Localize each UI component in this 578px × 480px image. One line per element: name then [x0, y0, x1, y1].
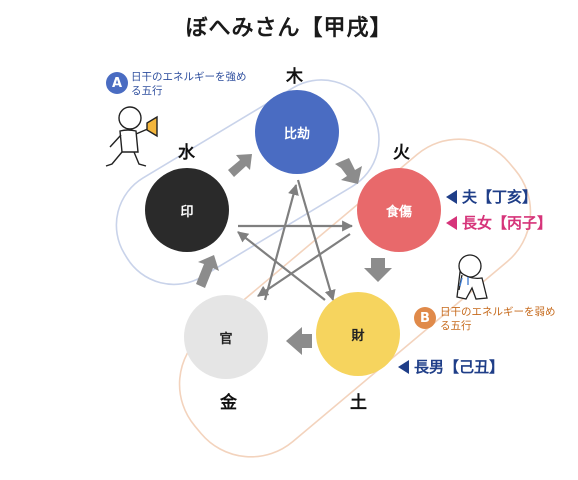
pointer-triangle-icon — [398, 359, 409, 374]
element-label-earth: 土 — [350, 393, 367, 413]
relation-daughter-text: 長女【丙子】 — [462, 214, 553, 232]
group-b-badge-letter: B — [420, 310, 430, 326]
circle-kan: 官 — [184, 295, 268, 379]
element-label-fire: 火 — [393, 143, 410, 163]
arrow-earth-to-metal — [286, 327, 312, 355]
star-lines — [237, 179, 354, 302]
star-line-wood-earth — [296, 179, 336, 302]
relation-daughter: 長女【丙子】 — [446, 212, 552, 233]
circle-hikou: 比劫 — [255, 90, 339, 174]
relation-husband-text: 夫【丁亥】 — [462, 188, 538, 206]
group-a-badge: A — [106, 72, 128, 94]
group-b-note: 日干のエネルギーを弱める五行 — [440, 306, 556, 332]
element-label-water: 水 — [178, 143, 195, 163]
kneeling-person-icon — [456, 254, 488, 300]
arrow-wood-to-fire — [335, 158, 362, 184]
circle-hikou-label: 比劫 — [283, 126, 310, 142]
group-b-badge: B — [414, 307, 436, 329]
circle-in: 印 — [145, 168, 229, 252]
star-line-earth-water — [237, 231, 326, 301]
group-b-outline — [178, 138, 532, 458]
arrow-water-to-wood — [228, 154, 252, 177]
arrow-fire-to-earth — [364, 258, 392, 282]
relation-husband: 夫【丁亥】 — [446, 186, 537, 207]
arrow-metal-to-water — [196, 255, 219, 288]
circle-kan-label: 官 — [219, 331, 233, 347]
group-a-badge-letter: A — [111, 75, 123, 91]
group-a-outline — [115, 79, 380, 286]
group-a-note: 日干のエネルギーを強める五行 — [131, 71, 247, 97]
element-label-metal: 金 — [220, 393, 237, 413]
circle-zai: 財 — [316, 292, 400, 376]
relation-son-text: 長男【己丑】 — [414, 358, 505, 376]
pointer-triangle-icon — [446, 189, 457, 204]
star-line-fire-metal — [257, 233, 351, 297]
relation-son: 長男【己丑】 — [398, 356, 504, 377]
circle-zai-label: 財 — [351, 328, 365, 344]
circle-in-label: 印 — [180, 204, 194, 220]
diagram-title: ぼへみさん【甲戌】 — [185, 16, 393, 41]
circle-shokushou-label: 食傷 — [385, 204, 412, 220]
star-line-metal-wood — [263, 183, 299, 301]
megaphone-person-icon — [105, 106, 158, 167]
cycle-arrows — [196, 154, 392, 355]
pointer-triangle-icon — [446, 215, 457, 230]
element-label-wood: 木 — [286, 67, 303, 87]
circle-shokushou: 食傷 — [357, 168, 441, 252]
